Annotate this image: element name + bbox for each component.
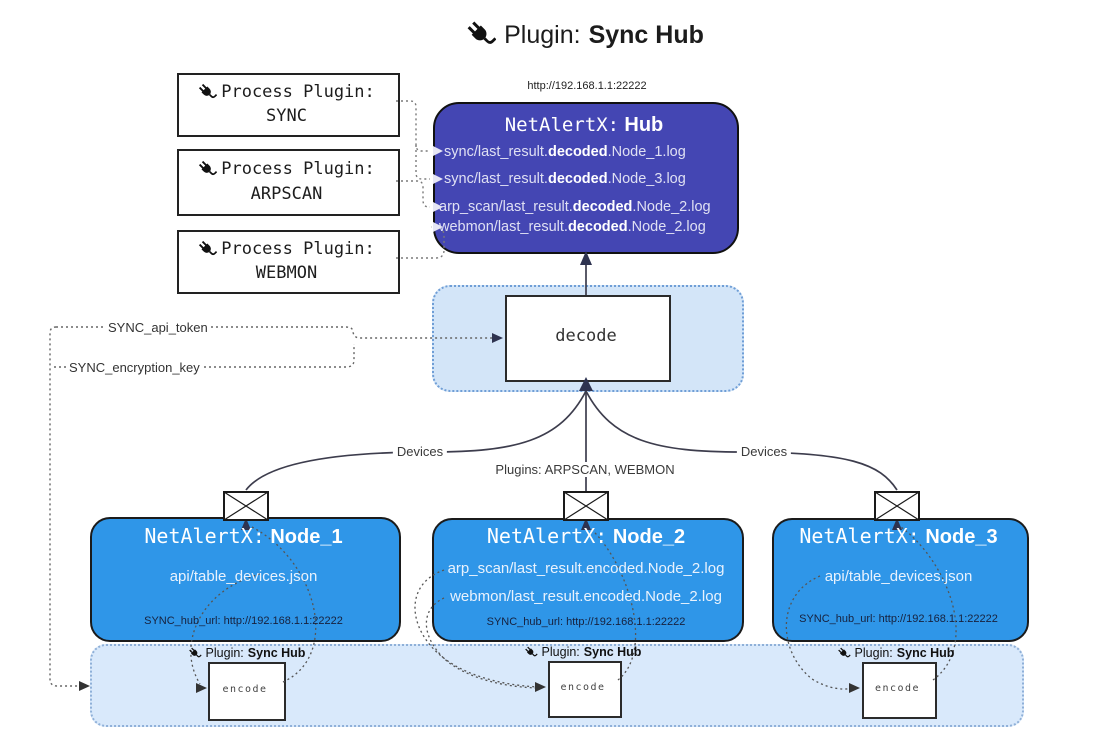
- hub-log-line: arp_scan/last_result.decoded.Node_2.log: [439, 199, 711, 215]
- node3-title: NetAlertX: Node_3: [799, 524, 998, 548]
- process-plugin-sync: Process Plugin: SYNC: [177, 82, 396, 126]
- arrow-into-band: [79, 681, 90, 691]
- process-plugin-arpscan-box: [177, 149, 400, 216]
- plug-icon: [525, 646, 538, 659]
- node3-hub-url: SYNC_hub_url: http://192.168.1.1:22222: [799, 613, 998, 625]
- envelope-icon: [874, 491, 920, 521]
- plug-icon: [466, 20, 496, 50]
- node2-hub-url: SYNC_hub_url: http://192.168.1.1:22222: [486, 616, 686, 628]
- node3-file: api/table_devices.json: [824, 568, 973, 585]
- hub-title-name: Hub: [624, 114, 664, 136]
- plugins-edge-label: Plugins: ARPSCAN, WEBMON: [491, 462, 679, 477]
- sync-encryption-key-label: SYNC_encryption_key: [66, 360, 203, 375]
- node1-hub-url: SYNC_hub_url: http://192.168.1.1:22222: [144, 615, 343, 627]
- plug-icon: [838, 647, 851, 660]
- devices-edge-label-left: Devices: [392, 444, 448, 459]
- hub-log-line: sync/last_result.decoded.Node_3.log: [444, 171, 686, 187]
- band-plugin-label: Plugin:Sync Hub: [838, 646, 954, 660]
- hub-log-line: sync/last_result.decoded.Node_1.log: [444, 144, 686, 160]
- band-plugin-label: Plugin:Sync Hub: [189, 646, 305, 660]
- node2-file: arp_scan/last_result.encoded.Node_2.log: [447, 560, 725, 577]
- process-plugin-name: ARPSCAN: [250, 184, 323, 204]
- page-title-prefix: Plugin:: [504, 20, 581, 49]
- node2-file: webmon/last_result.encoded.Node_2.log: [450, 588, 722, 605]
- plug-icon: [198, 240, 217, 259]
- plug-icon: [198, 160, 217, 179]
- devices-edge-label-right: Devices: [736, 444, 792, 459]
- process-plugin-name: WEBMON: [255, 263, 318, 283]
- process-plugin-arpscan: Process Plugin: ARPSCAN: [177, 159, 396, 204]
- envelope-icon: [223, 491, 269, 521]
- node2-title: NetAlertX: Node_2: [486, 524, 686, 548]
- process-plugin-sync-box: [177, 73, 400, 137]
- band-plugin-label: Plugin:Sync Hub: [525, 645, 641, 659]
- encode-label: encode: [222, 684, 268, 695]
- decode-label: decode: [555, 326, 617, 346]
- hub-title: NetAlertX: Hub: [433, 114, 735, 137]
- hub-url: http://192.168.1.1:22222: [527, 80, 647, 92]
- decode-box: [505, 295, 671, 382]
- hub-log-line: webmon/last_result.decoded.Node_2.log: [439, 219, 706, 235]
- encode-label: encode: [560, 682, 606, 693]
- process-plugin-webmon-box: [177, 230, 400, 294]
- node1-file: api/table_devices.json: [169, 568, 318, 585]
- envelope-icons: [223, 491, 920, 521]
- sync-api-token-label: SYNC_api_token: [105, 320, 211, 335]
- page-title: Plugin: Sync Hub: [466, 20, 704, 50]
- envelope-icon: [563, 491, 609, 521]
- plug-icon: [189, 647, 202, 660]
- plug-icon: [198, 83, 217, 102]
- process-plugin-name: SYNC: [266, 106, 307, 126]
- page-title-name: Sync Hub: [588, 20, 704, 49]
- hub-title-prefix: NetAlertX:: [504, 114, 620, 136]
- encode-label: encode: [874, 683, 921, 694]
- node1-title: NetAlertX: Node_1: [144, 524, 343, 548]
- process-plugin-webmon: Process Plugin: WEBMON: [177, 239, 396, 283]
